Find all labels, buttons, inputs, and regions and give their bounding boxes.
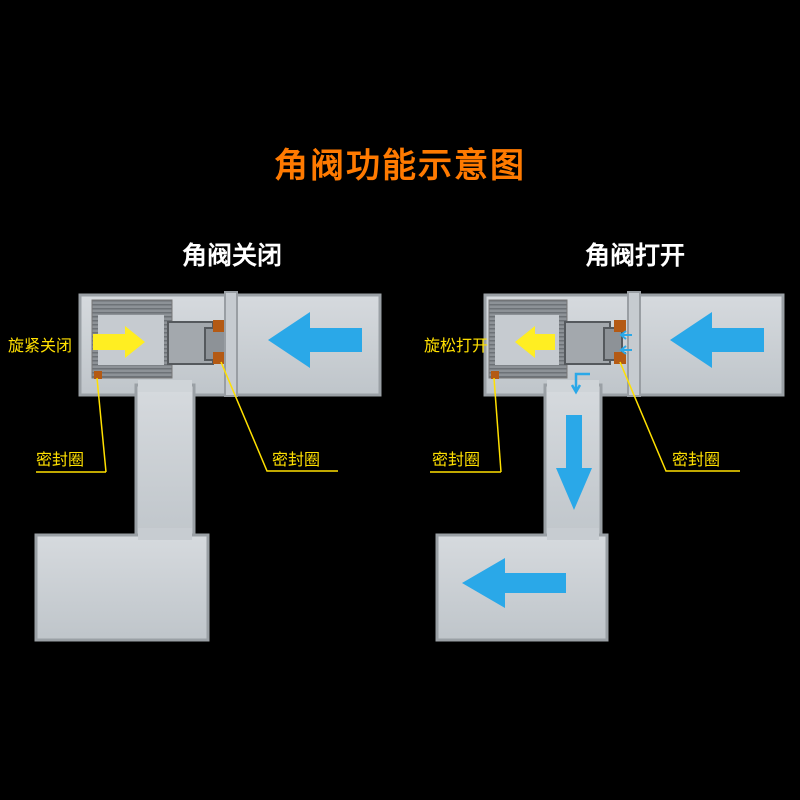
loosen-arrow <box>515 326 555 358</box>
flow-arrow-inlet <box>268 312 362 368</box>
seal-leader-left <box>493 377 502 473</box>
gap-flow-arrow-down <box>570 372 590 395</box>
seal-leader-right <box>619 361 740 472</box>
tighten-arrow <box>93 326 145 358</box>
closed-heading: 角阀关闭 <box>182 241 283 270</box>
seal-label-left: 密封圈 <box>36 450 85 469</box>
flow-arrow-inlet <box>670 312 764 368</box>
seal-ring-bottom <box>213 352 225 364</box>
seal-label-right: 密封圈 <box>272 450 321 469</box>
flow-arrow-down <box>556 415 592 510</box>
seal-label-left: 密封圈 <box>432 450 481 469</box>
diagram-title: 角阀功能示意图 <box>274 146 526 186</box>
seal-label-right: 密封圈 <box>672 450 721 469</box>
tighten-label: 旋紧关闭 <box>8 336 73 355</box>
inlet-ring <box>627 291 641 397</box>
seal-ring-top <box>614 320 626 332</box>
seal-ring-top <box>213 320 225 332</box>
open-valve <box>430 291 785 642</box>
seal-ring-bottom <box>614 352 626 364</box>
inlet-ring <box>224 291 238 397</box>
closed-valve <box>34 291 382 642</box>
open-heading: 角阀打开 <box>585 241 686 270</box>
loosen-label: 旋松打开 <box>424 336 489 355</box>
seal-leader-right <box>220 361 338 472</box>
seal-leader-left <box>96 377 107 473</box>
valve-spindle <box>564 321 611 365</box>
flow-arrow-outlet <box>462 558 566 608</box>
gap-flow-arrow <box>619 330 632 355</box>
